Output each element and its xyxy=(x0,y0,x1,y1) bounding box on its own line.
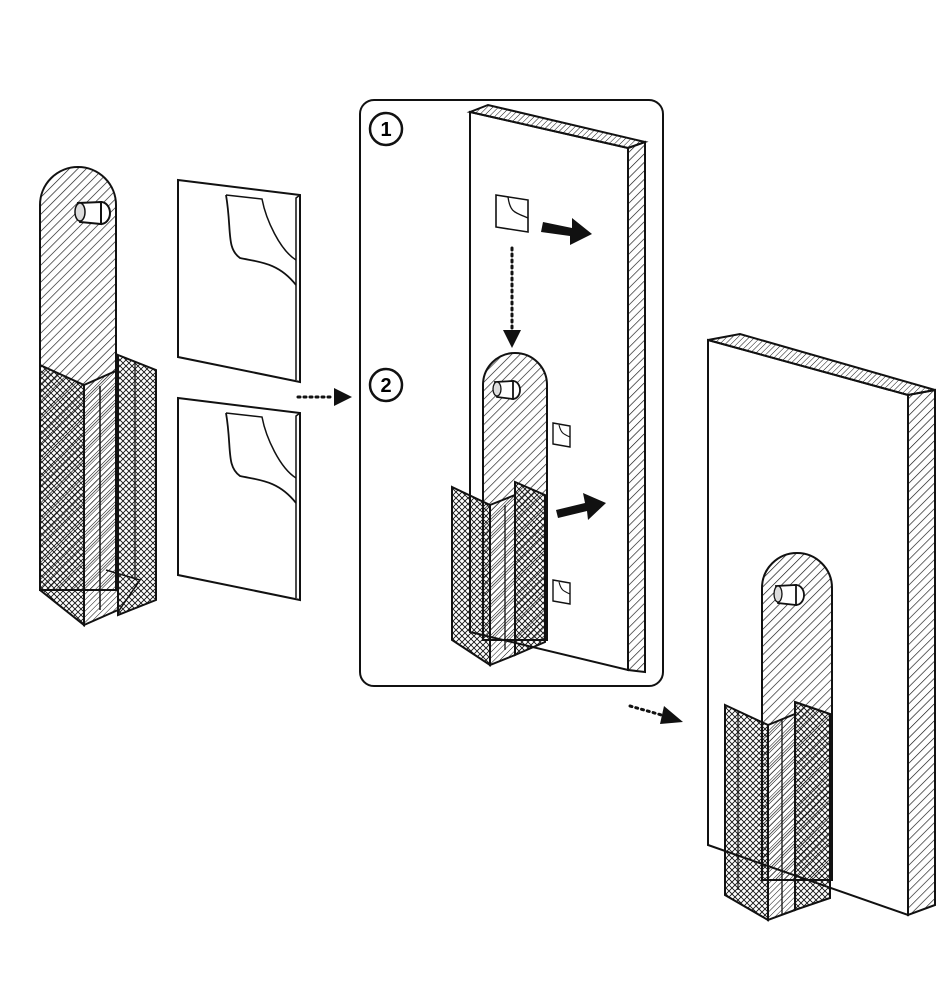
dotted-arrow-icon xyxy=(628,704,683,724)
dotted-arrow-down-icon xyxy=(503,246,521,348)
step-2-badge: 2 xyxy=(368,367,404,403)
adhesive-pad-top xyxy=(177,178,301,384)
step-1-number: 1 xyxy=(380,119,391,141)
holder-left xyxy=(39,166,157,628)
solid-arrow-icon xyxy=(541,218,592,245)
small-pad-mid xyxy=(552,422,571,448)
solid-arrow-icon xyxy=(556,493,606,520)
final-assembly xyxy=(707,332,936,922)
holder-box-right xyxy=(794,700,831,912)
small-pad-top xyxy=(495,194,529,233)
pin-icon xyxy=(492,380,521,401)
pin-icon xyxy=(773,584,805,607)
adhesive-pad-bottom xyxy=(177,396,301,602)
peel-corner-icon xyxy=(225,194,297,286)
steps-panel: 1 2 xyxy=(359,99,664,687)
wall-panel-side xyxy=(907,388,936,917)
step-2-number: 2 xyxy=(380,375,391,397)
peel-corner-icon xyxy=(225,412,297,504)
step-1-badge: 1 xyxy=(368,111,404,147)
small-pad-low xyxy=(552,579,571,605)
holder-box-right xyxy=(117,353,157,617)
holder-mounted xyxy=(451,352,548,667)
holder-box-left xyxy=(39,363,85,628)
holder-box-front xyxy=(83,368,119,627)
dotted-arrow-icon xyxy=(296,388,352,406)
holder-box-left xyxy=(724,703,769,922)
pin-icon xyxy=(74,200,111,226)
